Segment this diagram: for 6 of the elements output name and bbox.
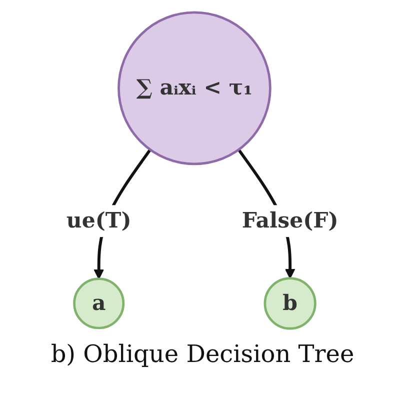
node-circle: b xyxy=(264,276,317,330)
node-circle: a xyxy=(73,277,125,329)
caption: b) Oblique Decision Tree xyxy=(50,340,354,368)
edge-label: False(F) xyxy=(242,208,338,233)
edge-label: ue(T) xyxy=(66,208,132,233)
node-circle: ∑ aᵢxᵢ < τ₁ xyxy=(118,10,272,165)
